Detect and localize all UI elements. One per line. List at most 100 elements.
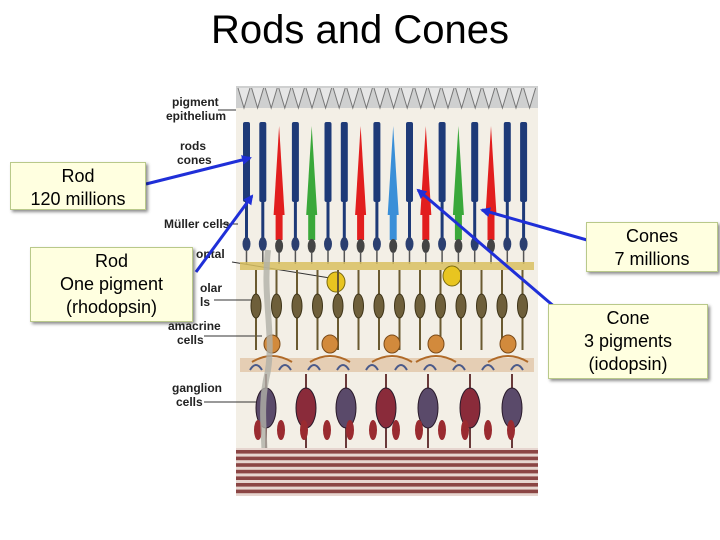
rod-nucleus	[242, 237, 251, 251]
synapse-mark	[307, 364, 321, 371]
label-pigment: pigment	[172, 95, 219, 109]
epithelium-cell	[455, 87, 469, 110]
epithelium-cell	[387, 87, 401, 110]
cone-inner-segment	[357, 214, 365, 240]
amacrine-process	[371, 355, 413, 363]
cone-outer-segment	[485, 126, 497, 215]
cone-inner-segment	[454, 214, 462, 240]
rod-nucleus	[291, 237, 300, 251]
epithelium-cell	[427, 87, 441, 110]
rod-nucleus	[503, 237, 512, 251]
bipolar-soma	[517, 293, 528, 319]
amacrine-soma	[427, 334, 445, 354]
amacrine-process	[487, 355, 529, 363]
ganglion-soma	[459, 387, 481, 429]
cone-nucleus	[389, 239, 398, 253]
epithelium-cell	[359, 87, 373, 110]
rod-nucleus	[324, 237, 332, 251]
cone-nucleus	[421, 239, 430, 253]
displaced-cell	[369, 420, 377, 440]
bipolar-soma	[414, 293, 426, 319]
cone-nucleus	[307, 239, 316, 253]
cone-outer-segment	[273, 126, 285, 215]
displaced-cell	[323, 420, 331, 440]
label-amacrine-cells: cells	[177, 333, 204, 347]
rod-outer-segment	[438, 122, 446, 202]
ganglion-soma	[375, 387, 397, 429]
epithelium-cells	[237, 87, 537, 110]
outer-plexiform-band	[240, 262, 534, 270]
nerve-fiber-stripe	[236, 476, 538, 480]
epithelium-cell	[523, 87, 537, 110]
callout-cone-pigment-line3: (iodopsin)	[588, 354, 668, 374]
rod-nucleus	[372, 237, 381, 251]
photoreceptor-layer	[242, 122, 528, 264]
rod-nucleus	[405, 237, 414, 251]
displaced-cell	[461, 420, 469, 440]
ganglion-soma	[335, 387, 357, 429]
cone-outer-segment	[452, 126, 464, 215]
callout-cone-pigment-line2: 3 pigments	[583, 331, 673, 351]
ganglion-layer	[254, 374, 523, 448]
bipolar-soma	[353, 293, 364, 319]
bipolar-soma	[250, 293, 262, 319]
label-cones: cones	[177, 153, 212, 167]
arrow-rod-count	[145, 155, 252, 186]
horizontal-cell-right	[442, 265, 462, 287]
epithelium-cell	[264, 87, 278, 110]
rod-outer-segment	[406, 122, 413, 202]
label-ganglion: ganglion	[172, 381, 222, 395]
displaced-cell	[346, 420, 354, 440]
epithelium-cell	[482, 87, 496, 110]
callout-rod-pigment: Rod One pigment (rhodopsin)	[30, 247, 193, 322]
nerve-fiber-stripe	[236, 456, 538, 461]
label-muller: Müller cells	[164, 217, 230, 231]
amacrine-soma	[383, 334, 401, 354]
bipolar-soma	[291, 293, 303, 319]
synapse-mark	[249, 364, 263, 371]
callout-rod-pigment-line3: (rhodopsin)	[65, 297, 158, 317]
callout-cone-pigment: Cone 3 pigments (iodopsin)	[548, 304, 708, 379]
synapse-mark	[336, 364, 350, 371]
epithelium-cell	[319, 87, 333, 110]
rod-outer-segment	[291, 122, 299, 202]
nerve-fiber-stripe	[236, 463, 538, 467]
amacrine-process	[309, 355, 351, 363]
rod-outer-segment	[259, 122, 267, 202]
nerve-fiber-stripe	[236, 489, 538, 494]
amacrine-soma	[499, 334, 517, 354]
epithelium-cell	[414, 87, 428, 110]
epithelium-cell	[278, 87, 292, 110]
epithelium-cell	[400, 87, 414, 110]
epithelium-cell	[305, 87, 319, 110]
bipolar-soma	[476, 293, 487, 319]
displaced-cell	[484, 420, 492, 440]
callout-cone-count-line1: Cones	[625, 226, 679, 246]
nerve-fiber-stripe	[236, 469, 538, 474]
cone-inner-segment	[308, 214, 316, 240]
label-epithelium: epithelium	[166, 109, 226, 123]
callout-rod-count-line1: Rod	[61, 166, 95, 186]
bipolar-soma	[271, 293, 282, 319]
nerve-fiber-stripe	[236, 450, 538, 454]
synapse-mark	[394, 364, 408, 371]
epithelium-cell	[441, 87, 455, 110]
epithelium-cell	[509, 87, 523, 110]
epithelium-cell	[251, 87, 265, 110]
callout-rod-pigment-line1: Rod	[94, 251, 129, 271]
rod-outer-segment	[324, 122, 332, 202]
cone-inner-segment	[389, 214, 397, 240]
cone-outer-segment	[306, 126, 318, 215]
synapse-mark	[423, 364, 437, 371]
epithelium-cell	[237, 87, 251, 110]
arrow-rod-pigment	[194, 194, 254, 273]
callout-rod-pigment-line2: One pigment	[59, 274, 164, 294]
label-amacrine: amacrine	[168, 319, 221, 333]
label-bipolar-2: ls	[200, 295, 210, 309]
bipolar-soma	[312, 293, 323, 319]
displaced-cell	[300, 420, 308, 440]
amacrine-soma	[321, 334, 339, 354]
callout-cone-pigment-line1: Cone	[606, 308, 650, 328]
bipolar-soma	[455, 293, 467, 319]
